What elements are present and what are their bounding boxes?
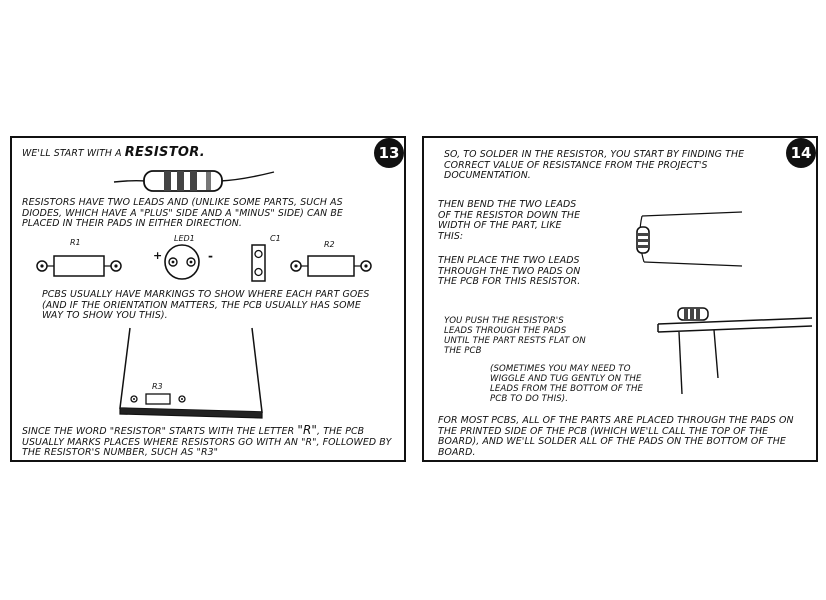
r2-label: R2 bbox=[324, 240, 335, 249]
led1-footprint bbox=[164, 244, 200, 280]
pcb-illustration bbox=[119, 327, 263, 419]
component-footprints bbox=[36, 244, 372, 282]
comic-panel-14: 14 So, to solder in the resistor, you st… bbox=[422, 136, 818, 462]
r1-footprint bbox=[36, 255, 122, 277]
comic-panel-13: 13 We'll start with a Resistor. Resistor… bbox=[10, 136, 406, 462]
intro-caption: We'll start with a Resistor. bbox=[22, 145, 206, 160]
pcb-markings-text: PCBs usually have markings to show where… bbox=[42, 289, 370, 322]
r1-label: R1 bbox=[70, 238, 81, 247]
panel-number-badge: 14 bbox=[786, 138, 816, 168]
resistor-heading: Resistor. bbox=[124, 145, 206, 160]
r-letter: "R" bbox=[297, 423, 318, 437]
resistor-direction-text: Resistors have two leads and (unlike som… bbox=[22, 197, 343, 230]
r2-footprint bbox=[290, 255, 372, 277]
r-marking-text: Since the word "resistor" starts with th… bbox=[22, 423, 394, 459]
c1-footprint bbox=[251, 244, 266, 282]
bend-leads-text: Then bend the two leads of the resistor … bbox=[438, 199, 581, 242]
find-resistance-text: So, to solder in the resistor, you start… bbox=[444, 149, 745, 182]
panel-number-badge: 13 bbox=[374, 138, 404, 168]
led-minus-label: - bbox=[208, 249, 213, 263]
r-marking-prefix: Since the word "resistor" starts with th… bbox=[22, 426, 295, 437]
intro-prefix: We'll start with a bbox=[22, 148, 122, 159]
c1-label: C1 bbox=[270, 234, 281, 243]
mounted-resistor-illustration bbox=[657, 307, 813, 395]
place-leads-text: Then place the two leads through the two… bbox=[438, 255, 581, 288]
led1-label: LED1 bbox=[174, 234, 195, 243]
r-marking-suffix: , the PCB usually marks places where res… bbox=[22, 426, 392, 459]
r3-label: R3 bbox=[152, 382, 163, 391]
printed-side-text: For most PCBs, all of the parts are plac… bbox=[438, 415, 794, 458]
bent-resistor-illustration bbox=[636, 211, 743, 267]
wiggle-leads-text: (Sometimes you may need to wiggle and tu… bbox=[490, 364, 644, 404]
resistor-illustration bbox=[113, 170, 275, 192]
push-leads-text: You push the resistor's leads through th… bbox=[444, 316, 586, 356]
led-plus-label: + bbox=[153, 249, 163, 262]
